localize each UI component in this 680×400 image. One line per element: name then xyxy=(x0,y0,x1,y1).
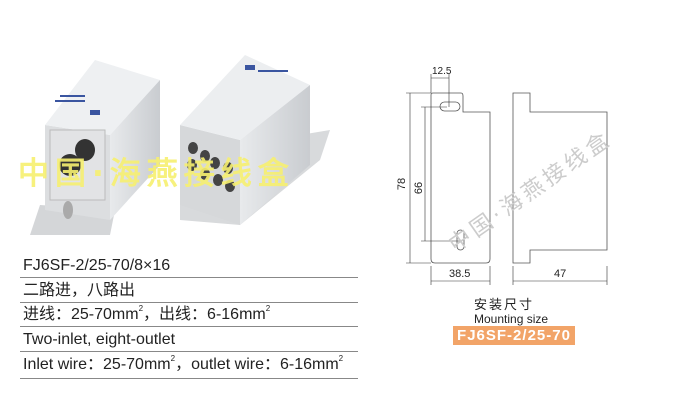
dim-12.5-line xyxy=(430,74,450,107)
caption-en: Mounting size xyxy=(474,312,549,326)
dim-47-line xyxy=(512,266,608,285)
spec-en-description: Two-inlet, eight-outlet xyxy=(20,328,358,352)
en-outlet: ，outlet wire：6-16mm xyxy=(175,356,339,373)
dim-depth-label: 47 xyxy=(554,268,567,280)
dim-66-line xyxy=(421,106,461,242)
cn-outlet: ，出线：6-16mm xyxy=(143,306,266,323)
dim-38.5-line xyxy=(430,266,491,285)
front-view-outline xyxy=(430,92,491,264)
bottom-slot xyxy=(456,229,465,251)
dim-hole-pitch-label: 66 xyxy=(413,181,426,195)
top-slot xyxy=(439,101,461,112)
side-view-outline xyxy=(512,92,608,264)
product-photo xyxy=(30,55,330,235)
spec-cn-wire: 进线：25-70mm2，出线：6-16mm2 xyxy=(20,303,358,327)
en-inlet: Inlet wire：25-70mm xyxy=(23,356,171,373)
dim-slot-label: 12.5 xyxy=(432,66,452,77)
model-badge: FJ6SF-2/25-70 xyxy=(453,326,575,345)
cn-inlet: 进线：25-70mm xyxy=(23,306,139,323)
dim-width-label: 38.5 xyxy=(449,268,471,280)
terminal-block-left-image xyxy=(30,60,160,235)
terminal-block-right-image xyxy=(180,55,330,225)
watermark: 中国·海燕接线盒 xyxy=(18,156,295,192)
spec-model: FJ6SF-2/25-70/8×16 xyxy=(20,254,358,278)
dim-78-line xyxy=(406,92,431,264)
spec-cn-description: 二路进，八路出 xyxy=(20,279,358,303)
caption-cn: 安装尺寸 xyxy=(474,297,535,312)
dim-height-label: 78 xyxy=(396,177,409,191)
spec-en-wire: Inlet wire：25-70mm2，outlet wire：6-16mm2 xyxy=(20,353,358,379)
